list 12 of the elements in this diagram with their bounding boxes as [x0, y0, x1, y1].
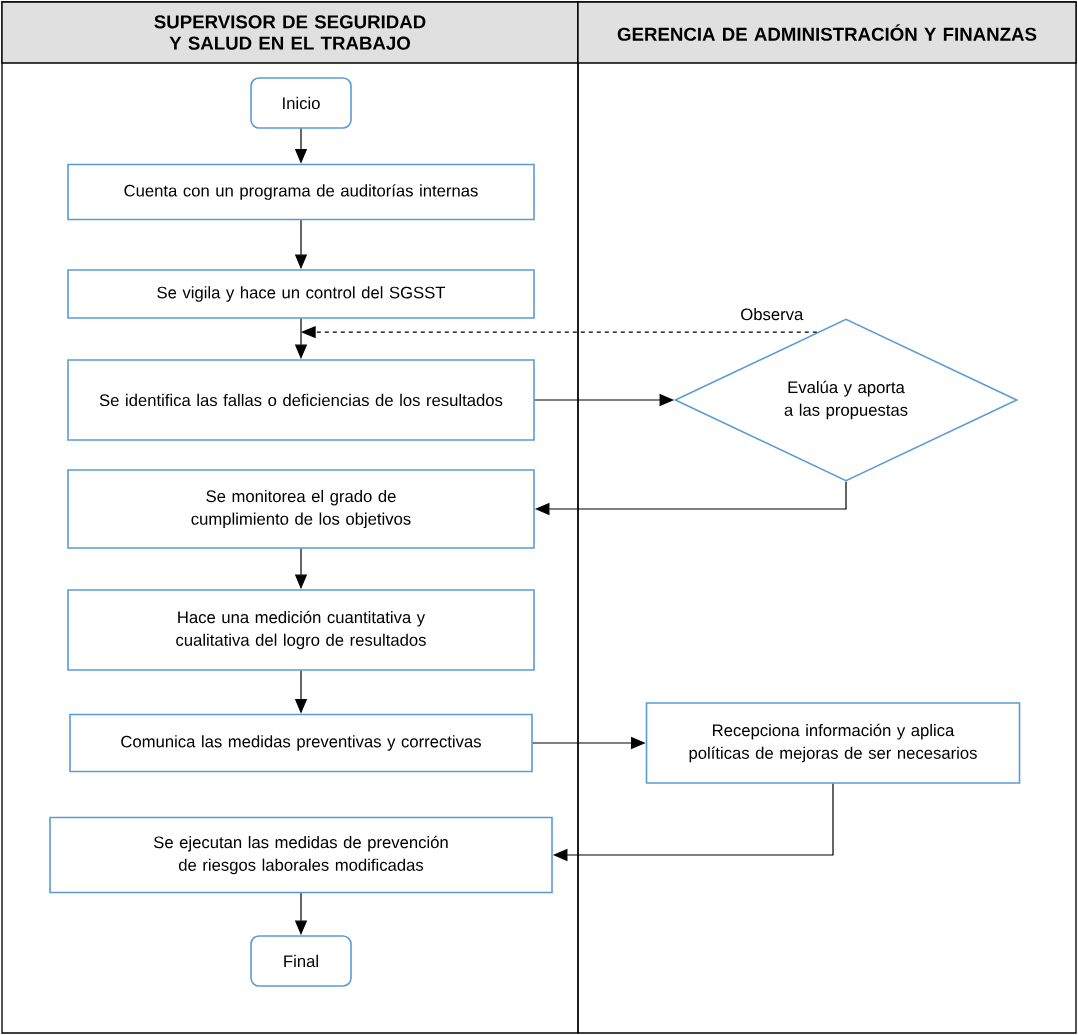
lane-header: SUPERVISOR DE SEGURIDAD Y SALUD EN EL TRABAJO	[1, 1, 579, 64]
terminal-box: Inicio	[250, 77, 352, 129]
lane-header: GERENCIA DE ADMINISTRACIÓN Y FINANZAS	[577, 1, 1077, 64]
process-box: Se monitorea el grado de cumplimiento de los objetivos	[67, 469, 535, 549]
process-box: Se vigila y hace un control del SGSST	[67, 269, 535, 319]
process-box: Cuenta con un programa de auditorías internas	[67, 163, 535, 221]
process-box: Se ejecutan las medidas de prevención de riesgos laborales modificadas	[49, 816, 553, 894]
process-box: Se identifica las fallas o deficiencias de los resultados	[67, 359, 535, 441]
process-box: Hace una medición cuantitativa y cualitativa del logro de resultados	[67, 589, 535, 671]
process-box: Comunica las medidas preventivas y correctivas	[69, 713, 533, 773]
terminal-box: Final	[250, 935, 352, 987]
process-box: Recepciona información y aplica políticas de mejoras de ser necesarios	[645, 702, 1021, 784]
